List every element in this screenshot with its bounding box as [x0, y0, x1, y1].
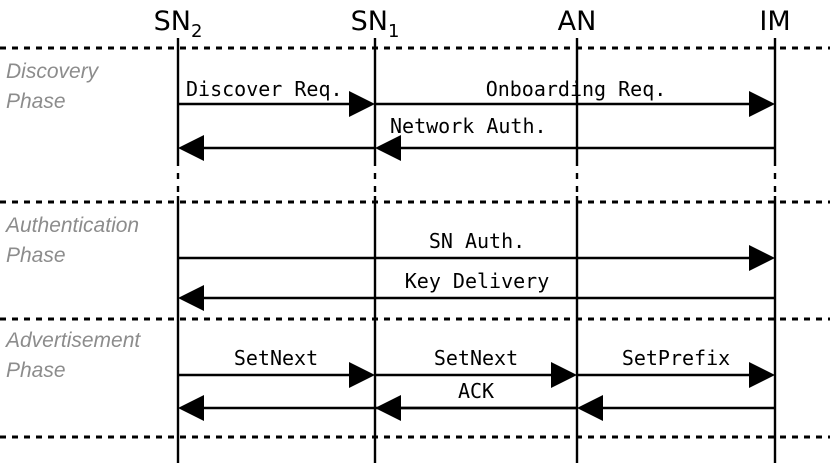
phase-label-line2: Phase: [6, 244, 66, 267]
lifeline-label-sn1: SN1: [351, 6, 400, 42]
arrow-head-icon: [375, 395, 401, 421]
message-key-delivery: Key Delivery: [178, 269, 775, 311]
arrow-head-icon: [178, 135, 204, 161]
lifeline-label-im: IM: [759, 6, 790, 37]
arrow-head-icon: [749, 91, 775, 117]
lifeline-segments: [176, 38, 777, 463]
message-setnext-1: SetNext: [178, 346, 375, 388]
message-label: Network Auth.: [390, 114, 547, 138]
arrow-head-icon: [349, 362, 375, 388]
arrow-head-icon: [178, 285, 204, 311]
arrow-head-icon: [375, 135, 401, 161]
arrow-head-icon: [749, 245, 775, 271]
phase-label-line1: Authentication: [4, 214, 139, 237]
message-network-auth-2: [178, 135, 375, 161]
lifeline-labels: SN2 SN1 AN IM: [154, 6, 791, 42]
message-setprefix: SetPrefix: [577, 346, 775, 388]
arrow-head-icon: [349, 91, 375, 117]
lifeline-label-sn2: SN2: [154, 6, 203, 42]
phase-label-line2: Phase: [6, 359, 66, 382]
phase-separators: [0, 46, 830, 439]
message-label: Key Delivery: [405, 269, 550, 293]
phase-label-line1: Discovery: [6, 60, 100, 83]
message-label: ACK: [458, 379, 494, 403]
message-label: Onboarding Req.: [486, 77, 667, 101]
message-ack-2: ACK: [375, 379, 577, 421]
message-label: SetNext: [234, 346, 318, 370]
arrow-head-icon: [178, 395, 204, 421]
message-sn-auth: SN Auth.: [178, 229, 775, 271]
arrow-head-icon: [577, 395, 603, 421]
message-ack-3: [577, 395, 775, 421]
message-label: Discover Req.: [186, 77, 343, 101]
lifeline-label-an: AN: [558, 6, 597, 37]
message-onboarding-req: Onboarding Req.: [375, 77, 775, 117]
message-arrows: Discover Req. Onboarding Req. Network Auth…: [178, 77, 775, 421]
phase-labels: DiscoveryPhaseAuthenticationPhaseAdverti…: [4, 60, 141, 382]
phase-label-line2: Phase: [6, 90, 66, 113]
phase-label-line1: Advertisement: [4, 329, 141, 352]
message-label: SetPrefix: [622, 346, 730, 370]
message-label: SN Auth.: [429, 229, 525, 253]
message-setnext-2: SetNext: [375, 346, 577, 388]
message-discover-req: Discover Req.: [178, 77, 375, 117]
message-label: SetNext: [434, 346, 518, 370]
arrow-head-icon: [551, 362, 577, 388]
arrow-head-icon: [749, 362, 775, 388]
message-network-auth: Network Auth.: [375, 114, 775, 161]
